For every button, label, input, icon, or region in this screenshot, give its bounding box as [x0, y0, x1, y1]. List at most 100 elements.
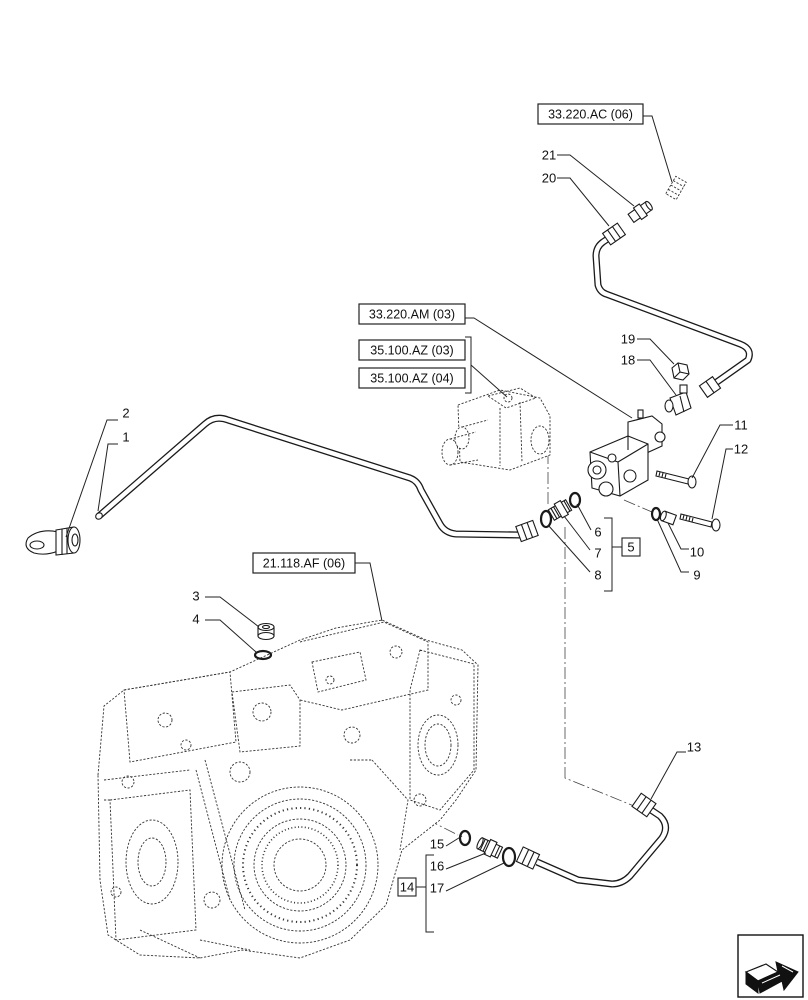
- ref-az04-label: 35.100.AZ (04): [370, 372, 453, 386]
- nav-icon-box-side: [745, 971, 759, 994]
- callout-19[interactable]: 19: [621, 332, 635, 347]
- housing-flange-mid: [233, 798, 367, 932]
- ref-az04-frame: [358, 367, 466, 389]
- housing-gear-teeth: [261, 826, 339, 904]
- group-14-label: 14: [400, 880, 414, 895]
- callout-1[interactable]: 1: [122, 430, 129, 445]
- group-box-5[interactable]: 5: [621, 537, 641, 557]
- callout-8[interactable]: 8: [594, 568, 601, 583]
- callout-12[interactable]: 12: [734, 442, 748, 457]
- ref-33-220-ac-06[interactable]: 33.220.AC (06): [537, 103, 644, 125]
- callout-16[interactable]: 16: [430, 859, 444, 874]
- ref-am03-label: 33.220.AM (03): [369, 308, 455, 322]
- callout-11[interactable]: 11: [734, 418, 748, 433]
- centerline-valve-to-tube13: [564, 527, 635, 807]
- leader-8: [547, 524, 591, 573]
- bracket-group-5: [604, 517, 622, 592]
- part-2-lid-recess: [29, 540, 45, 550]
- navigation-arrow-icon[interactable]: [737, 934, 804, 998]
- valve-block-top-screw: [637, 409, 644, 419]
- callout-10[interactable]: 10: [690, 545, 704, 560]
- control-valve-block: [587, 409, 666, 497]
- part-10-face: [659, 510, 667, 522]
- housing-boss-2: [180, 739, 192, 751]
- housing-top-block: [231, 684, 301, 753]
- group-box-14[interactable]: 14: [397, 877, 417, 897]
- leader-17: [445, 862, 505, 892]
- valve-assembly-port-top: [503, 393, 513, 403]
- ref-21-118-af-06[interactable]: 21.118.AF (06): [252, 552, 356, 574]
- part-18-elbow: [664, 384, 692, 416]
- valve-assembly-divider: [499, 401, 523, 466]
- tube-part-13: [515, 792, 669, 888]
- part-2-dust-cap: [25, 526, 81, 556]
- housing-top-rear: [299, 621, 429, 711]
- callout-15[interactable]: 15: [430, 837, 444, 852]
- part-16-hex: [483, 838, 498, 858]
- callout-3[interactable]: 3: [192, 589, 199, 604]
- centerline-housing-to-oring15: [354, 782, 459, 836]
- leader-6: [576, 503, 592, 531]
- valve-block-port-1-bore: [592, 465, 602, 475]
- housing-left-cylinder: [125, 819, 179, 905]
- tube-13-nut-left-facet-1: [521, 849, 530, 865]
- part-2-body-lines: [61, 528, 68, 555]
- nav-icon-arrow-highlight: [761, 965, 794, 984]
- callout-numbers: 21 20 19 18 11 12 2 1 6 7 8 10 9 3 4 13 …: [122, 148, 748, 896]
- group-14-frame: [397, 877, 417, 897]
- housing-front-face: [123, 671, 237, 763]
- part-21-hex: [632, 203, 649, 221]
- group-5-frame: [621, 537, 641, 557]
- callout-7[interactable]: 7: [594, 546, 601, 561]
- housing-boss-12: [413, 793, 427, 807]
- leader-9: [656, 518, 689, 573]
- part-16-threads: [479, 838, 501, 858]
- ref-35-100-az-04[interactable]: 35.100.AZ (04): [358, 367, 466, 389]
- tube-13-nut-right-facet-1: [636, 796, 647, 811]
- tube-20-nut-top: [601, 222, 627, 246]
- callout-9[interactable]: 9: [693, 568, 700, 583]
- tube-1-open-end: [95, 512, 103, 520]
- tube-part-1: [95, 414, 539, 543]
- leader-1: [97, 443, 118, 512]
- part-11-head: [687, 475, 697, 489]
- callout-4[interactable]: 4: [192, 612, 199, 627]
- part-12-head: [711, 518, 721, 532]
- ref-am03-frame: [358, 303, 466, 325]
- valve-assembly: [441, 387, 551, 471]
- housing-left-cylinder-core: [137, 837, 167, 887]
- valve-block-edge: [589, 436, 649, 497]
- callout-21[interactable]: 21: [542, 148, 556, 163]
- part-6-oring: [568, 491, 582, 509]
- tube-20-outline: [592, 229, 753, 387]
- callout-20[interactable]: 20: [542, 171, 556, 186]
- valve-block-port-4: [607, 453, 617, 463]
- part-19-facet: [673, 362, 690, 379]
- leader-21: [557, 154, 635, 207]
- ref-33-220-am-03[interactable]: 33.220.AM (03): [358, 303, 466, 325]
- ref-az03-label: 35.100.AZ (03): [370, 344, 453, 358]
- leader-12: [711, 448, 733, 520]
- part-12-threads: [682, 514, 694, 523]
- tube-20-nut-top-facet-2: [611, 226, 621, 239]
- bracket-group-14: [416, 854, 434, 933]
- housing-right-opening-outer: [417, 714, 459, 776]
- callout-17[interactable]: 17: [430, 881, 444, 896]
- callout-18[interactable]: 18: [621, 353, 635, 368]
- ref-35-100-az-03[interactable]: 35.100.AZ (03): [358, 339, 466, 361]
- housing-boss-7: [121, 775, 135, 789]
- callout-6[interactable]: 6: [594, 525, 601, 540]
- part-2-bore: [71, 533, 79, 547]
- tube-13-nut-right-body: [631, 792, 657, 818]
- part-4-oring: [253, 649, 273, 661]
- callout-2[interactable]: 2: [122, 406, 129, 421]
- housing-boss-1: [157, 712, 173, 728]
- callout-13[interactable]: 13: [687, 740, 701, 755]
- housing-left-opening: [109, 789, 197, 941]
- tube-1-nut-facet-1: [520, 524, 528, 540]
- tube-1-bore: [97, 416, 521, 538]
- part-10-plug: [659, 510, 678, 526]
- part-3-bottom: [257, 631, 275, 641]
- tube-20-nut-top-facet-1: [607, 229, 617, 242]
- housing-boss-9: [110, 886, 122, 898]
